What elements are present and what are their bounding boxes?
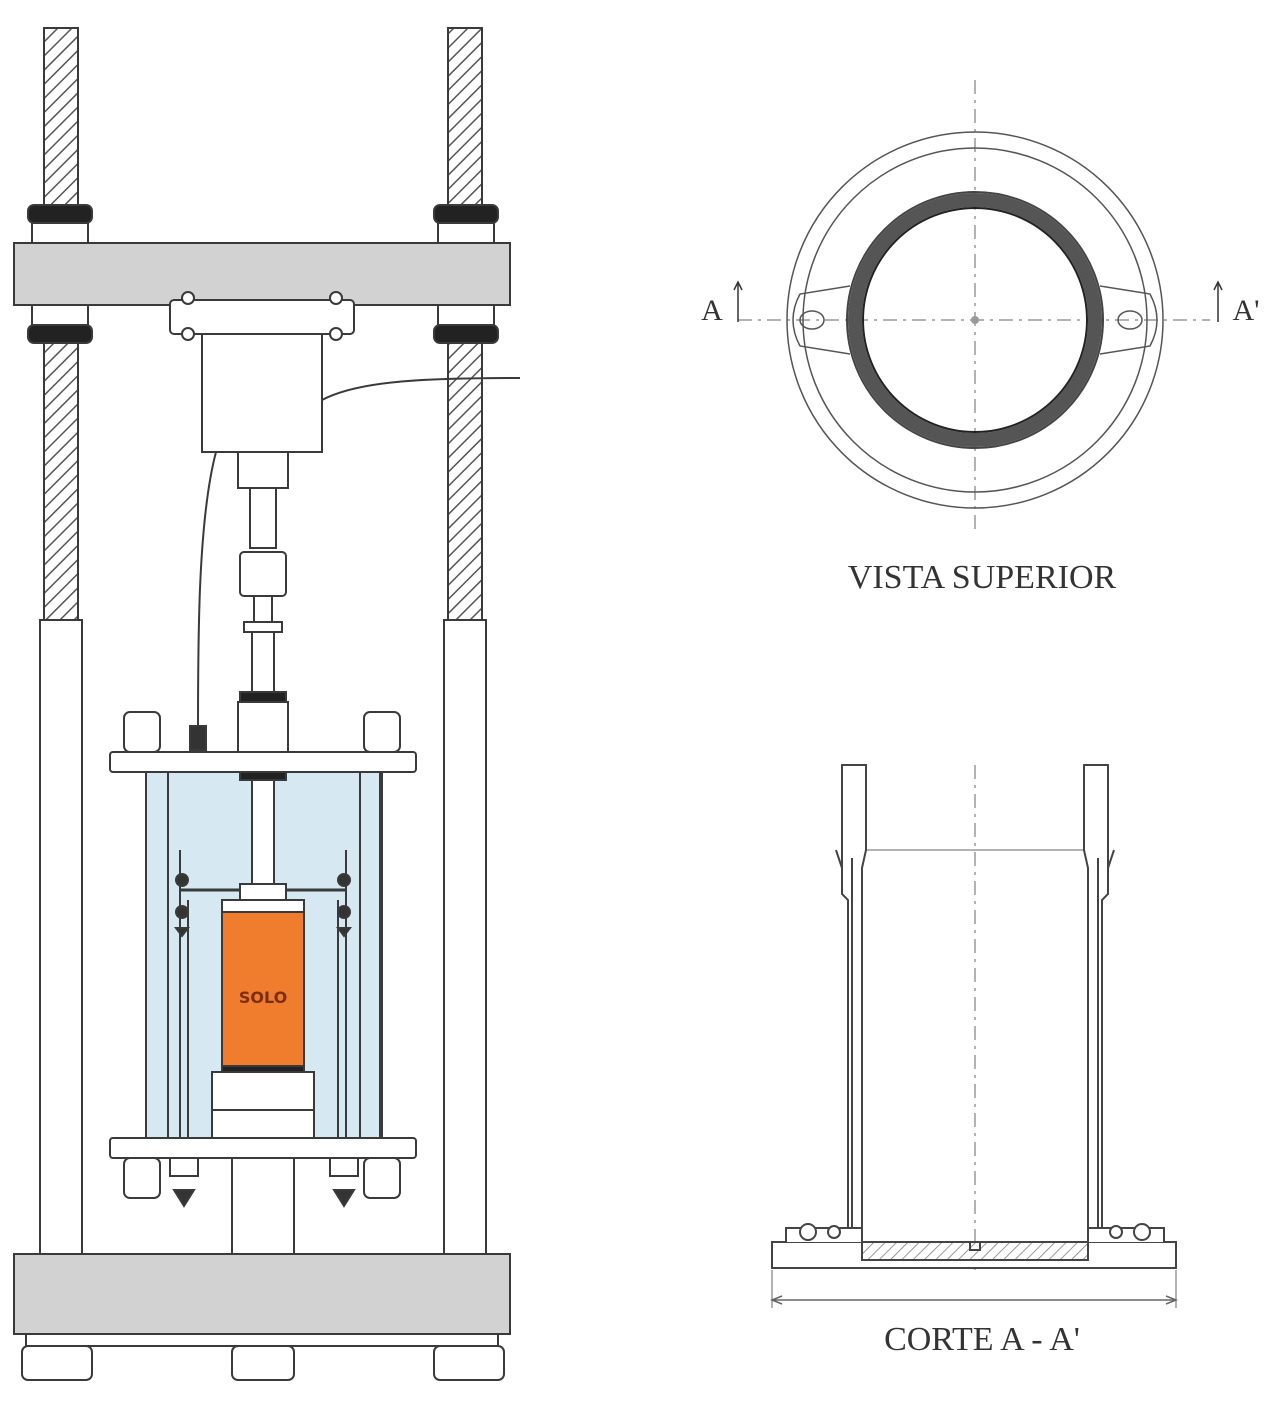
sensor-cable-right [321,377,521,401]
specimen-label: SOLO [239,988,287,1007]
cell-top-plate [109,751,417,773]
section-caption: CORTE A - A' [884,1321,1080,1358]
clamp-ear-left [792,285,851,355]
right-lvdt [336,850,352,1138]
actuator-mount-plate [169,299,355,335]
upper-crossbeam [13,242,511,306]
left-mold-wall [841,764,867,1231]
soil-specimen [221,911,305,1069]
left-lvdt [174,850,190,1138]
actuator-body [201,333,323,453]
clamp-ear-right [1099,285,1158,355]
bolt-hole-left [799,310,825,330]
right-lower-nuts [433,304,499,344]
bolt-hole-right [1117,310,1143,330]
top-view-caption: VISTA SUPERIOR [848,559,1117,596]
section-view [769,764,1179,1308]
left-upper-nuts [27,204,93,244]
section-marker-right: A' [1232,294,1259,327]
sensor-cable-left [197,451,217,731]
mold-wall [848,193,1102,447]
section-marker-left: A [701,294,723,327]
left-clamp [785,1227,863,1242]
right-mold-wall [1083,764,1109,1231]
reaction-pedestal [231,1157,295,1259]
right-column [443,619,487,1256]
right-upper-nuts [433,204,499,244]
left-foot [21,1345,93,1381]
outer-flange-circle [786,131,1164,509]
mold-ring-outer [846,191,1104,449]
right-clamp [1087,1227,1165,1242]
loading-piston [251,631,275,695]
load-cell [249,487,277,549]
cell-base-plate [109,1137,417,1159]
load-frame [13,27,521,1381]
left-lower-nuts [27,304,93,344]
internal-loading-rod [251,779,275,885]
left-column [39,619,83,1256]
pedestal [211,1071,315,1111]
top-cap [221,899,305,913]
center-foot [231,1345,295,1381]
right-foot [433,1345,505,1381]
mold-ring-inner [862,207,1088,433]
top-view [733,80,1223,530]
lower-base [13,1253,511,1335]
